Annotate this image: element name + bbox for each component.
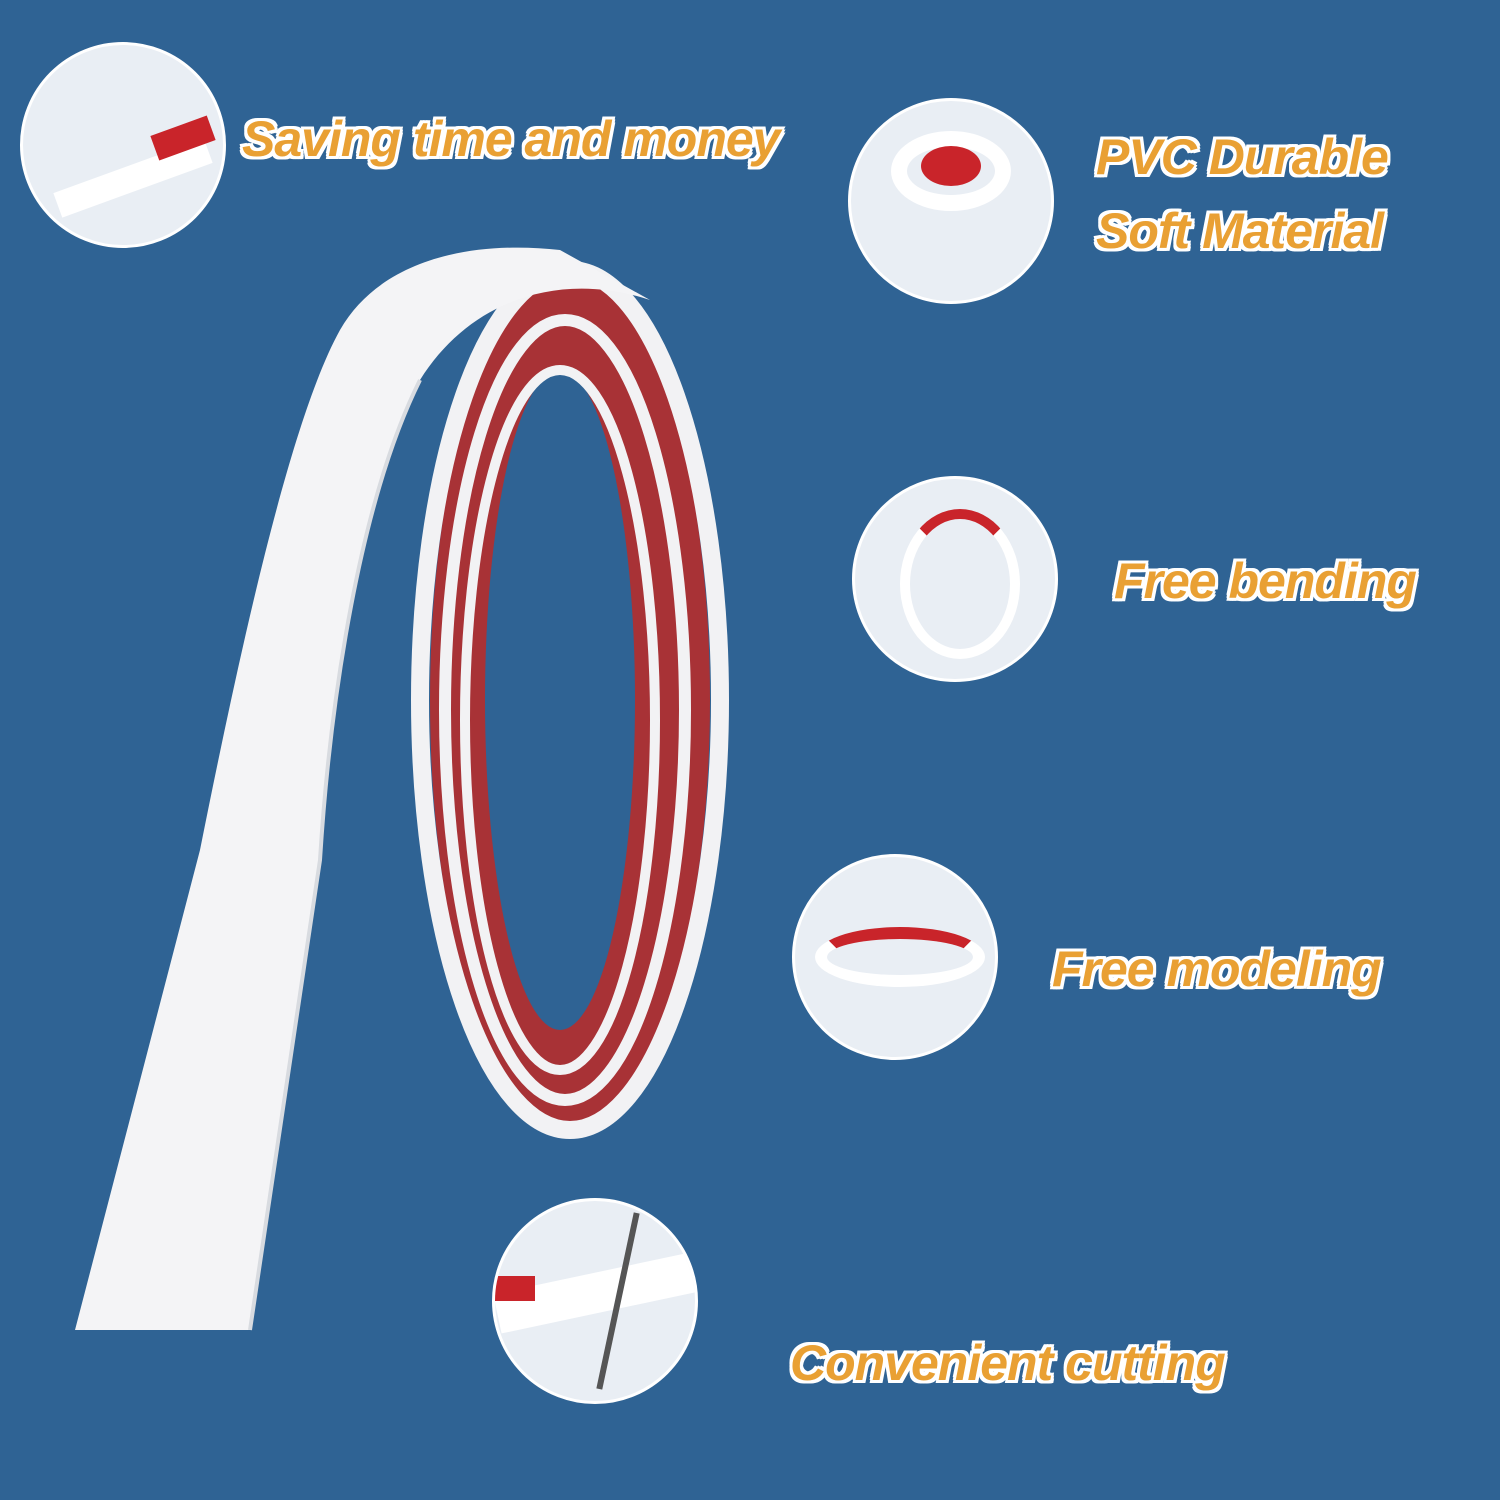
feature-label-pvc-line2: Soft Material <box>1096 203 1384 259</box>
feature-label-pvc-line1: PVC Durable <box>1096 129 1389 185</box>
feature-image-saving <box>20 42 226 248</box>
feature-label-modeling: Free modeling <box>1052 941 1382 997</box>
feature-image-cutting <box>492 1198 698 1404</box>
feature-label-bending: Free bending <box>1114 553 1417 609</box>
feature-label-pvc: PVC Durable Soft Material <box>1096 120 1389 268</box>
feature-image-modeling <box>792 854 998 1060</box>
feature-image-pvc <box>848 98 1054 304</box>
feature-label-saving: Saving time and money <box>242 111 780 167</box>
feature-label-cutting: Convenient cutting <box>790 1335 1226 1391</box>
feature-image-bending <box>852 476 1058 682</box>
